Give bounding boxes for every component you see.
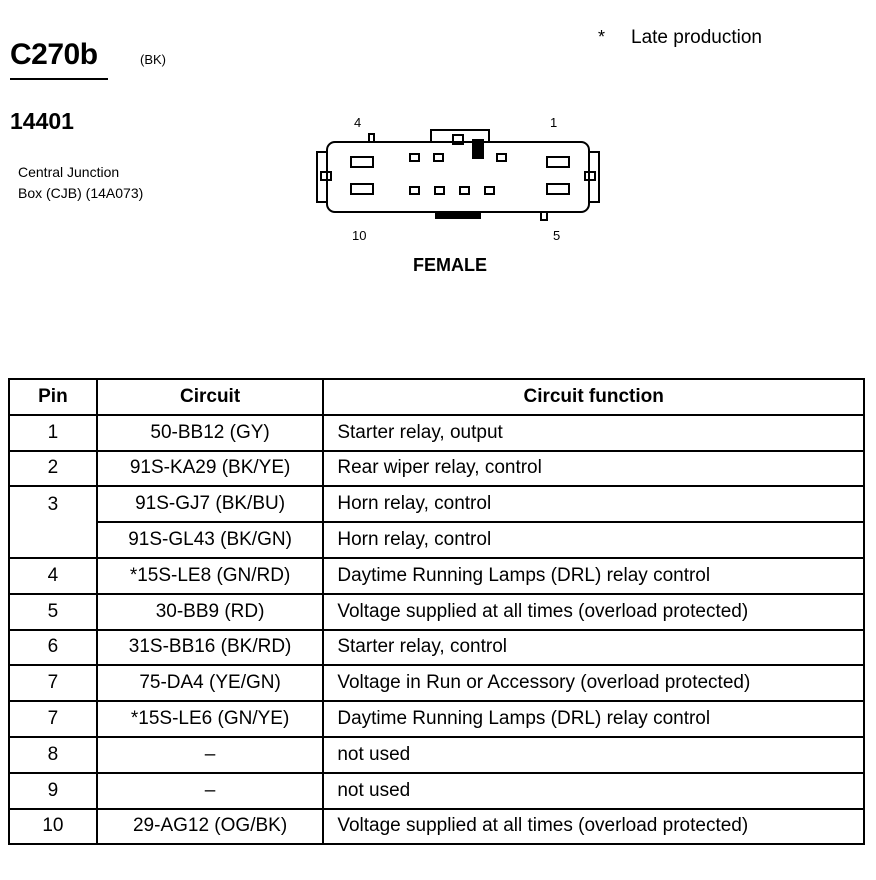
function-cell: not used	[322, 735, 865, 774]
column-header-circuit: Circuit	[95, 378, 325, 416]
function-cell: Rear wiper relay, control	[322, 449, 865, 488]
pin-label-bottom-right: 5	[553, 228, 561, 243]
table-row: 9 – not used	[8, 771, 865, 810]
circuit-cell: 30-BB9 (RD)	[95, 592, 325, 631]
connector-id: C270b	[10, 38, 98, 71]
note-text: Late production	[631, 27, 762, 48]
function-cell: Starter relay, control	[322, 628, 865, 667]
connector-gender-label: FEMALE	[413, 255, 487, 275]
part-number: 14401	[10, 108, 74, 134]
table-row: 1 50-BB12 (GY) Starter relay, output	[8, 413, 865, 452]
circuit-cell: 50-BB12 (GY)	[95, 413, 325, 452]
column-header-pin: Pin	[8, 378, 98, 416]
circuit-cell: 91S-KA29 (BK/YE)	[95, 449, 325, 488]
connector-color-code: (BK)	[140, 52, 166, 67]
pin-cell: 2	[8, 449, 98, 488]
pin-cell: 7	[8, 664, 98, 703]
pin-label-bottom-left: 10	[352, 228, 367, 243]
table-row: 4 *15S-LE8 (GN/RD) Daytime Running Lamps…	[8, 556, 865, 595]
circuit-cell: *15S-LE6 (GN/YE)	[95, 700, 325, 738]
circuit-cell: 31S-BB16 (BK/RD)	[95, 628, 325, 667]
pin-circuit-table: Pin Circuit Circuit function 1 50-BB12 (…	[8, 378, 865, 846]
circuit-cell: 91S-GL43 (BK/GN)	[95, 521, 325, 559]
function-cell: Starter relay, output	[322, 413, 865, 452]
note-marker: *	[598, 27, 606, 47]
description-line-2: Box (CJB) (14A073)	[18, 185, 144, 201]
table-row: 91S-GL43 (BK/GN) Horn relay, control	[8, 521, 865, 559]
title-underline	[10, 78, 108, 80]
pin-cell: 6	[8, 628, 98, 667]
function-cell: Horn relay, control	[322, 485, 865, 524]
connector-face-diagram	[316, 129, 600, 221]
function-cell: not used	[322, 771, 865, 810]
circuit-cell: 29-AG12 (OG/BK)	[95, 807, 325, 846]
table-header-row: Pin Circuit Circuit function	[8, 378, 865, 416]
table-row: 7 75-DA4 (YE/GN) Voltage in Run or Acces…	[8, 664, 865, 703]
pin-cell: 7	[8, 700, 98, 738]
function-cell: Horn relay, control	[322, 521, 865, 559]
table-row: 2 91S-KA29 (BK/YE) Rear wiper relay, con…	[8, 449, 865, 488]
circuit-cell: *15S-LE8 (GN/RD)	[95, 556, 325, 595]
table-row: 6 31S-BB16 (BK/RD) Starter relay, contro…	[8, 628, 865, 667]
function-cell: Daytime Running Lamps (DRL) relay contro…	[322, 700, 865, 738]
pin-label-top-right: 1	[550, 115, 558, 130]
circuit-cell: 75-DA4 (YE/GN)	[95, 664, 325, 703]
table-row: 8 – not used	[8, 735, 865, 774]
table-row: 10 29-AG12 (OG/BK) Voltage supplied at a…	[8, 807, 865, 846]
table-row: 5 30-BB9 (RD) Voltage supplied at all ti…	[8, 592, 865, 631]
function-cell: Voltage supplied at all times (overload …	[322, 807, 865, 846]
circuit-cell: 91S-GJ7 (BK/BU)	[95, 485, 325, 524]
description-line-1: Central Junction	[18, 164, 120, 180]
pin-cell: 5	[8, 592, 98, 631]
pin-cell	[8, 522, 98, 559]
table-row: 3 91S-GJ7 (BK/BU) Horn relay, control	[8, 485, 865, 524]
pin-label-top-left: 4	[354, 115, 362, 130]
function-cell: Voltage in Run or Accessory (overload pr…	[322, 664, 865, 703]
pin-cell: 10	[8, 807, 98, 846]
pin-cell: 4	[8, 556, 98, 595]
pin-cell: 1	[8, 413, 98, 452]
column-header-function: Circuit function	[322, 378, 865, 416]
circuit-cell: –	[95, 771, 325, 810]
pin-cell: 9	[8, 771, 98, 810]
function-cell: Voltage supplied at all times (overload …	[322, 592, 865, 631]
pin-cell: 3	[8, 485, 98, 523]
table-row: 7 *15S-LE6 (GN/YE) Daytime Running Lamps…	[8, 700, 865, 738]
circuit-cell: –	[95, 735, 325, 774]
function-cell: Daytime Running Lamps (DRL) relay contro…	[322, 556, 865, 595]
pin-cell: 8	[8, 735, 98, 774]
